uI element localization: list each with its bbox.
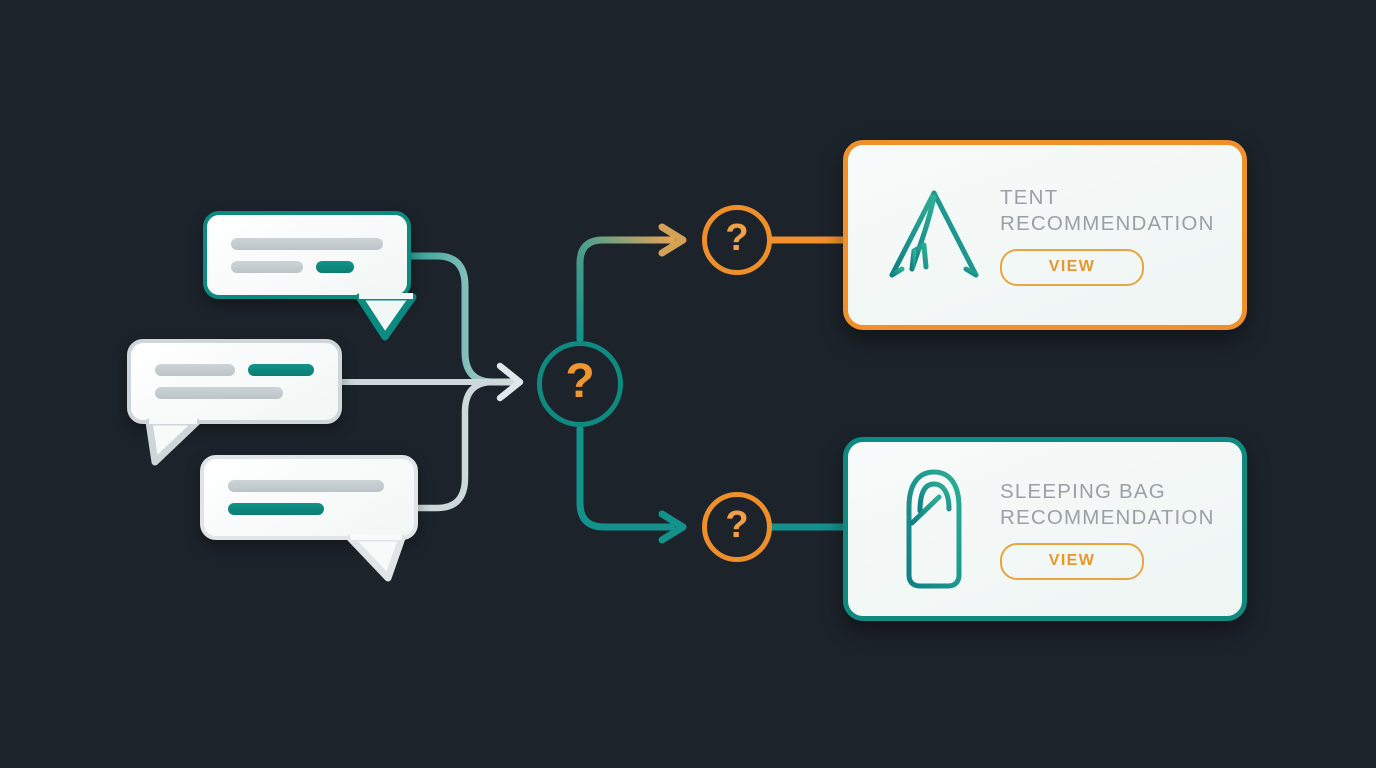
chat-bubble-2[interactable] <box>127 339 342 466</box>
bubble-line-row <box>155 364 314 376</box>
sleeping-bag-question-node[interactable]: ? <box>702 492 772 562</box>
text-line-gray <box>231 237 383 250</box>
bubble-line-row <box>231 260 383 273</box>
tent-recommendation-card[interactable]: TENT RECOMMENDATION VIEW <box>843 140 1247 330</box>
bubble-line-row <box>231 237 383 250</box>
arrowhead-to-center-node <box>496 362 524 402</box>
text-line-gray <box>228 480 384 492</box>
bubble-1-tail <box>355 293 417 341</box>
text-line-accent <box>228 503 324 515</box>
wire-center-to-bag-node <box>576 425 676 531</box>
tent-card-body: TENT RECOMMENDATION VIEW <box>994 185 1216 286</box>
bubble-3-tail <box>346 534 406 582</box>
text-line-gray <box>155 364 236 376</box>
sleeping-bag-icon <box>874 467 994 591</box>
text-line-gray <box>231 260 303 273</box>
text-line-accent <box>248 364 314 376</box>
card-title: TENT RECOMMENDATION <box>1000 185 1215 235</box>
chat-bubble-1[interactable] <box>203 211 417 341</box>
bubble-3-lines <box>204 459 414 536</box>
text-line-accent <box>316 260 354 273</box>
text-line-gray <box>155 387 283 399</box>
bubble-line-row <box>228 480 390 492</box>
tent-icon <box>874 183 994 287</box>
question-mark-icon: ? <box>725 504 749 546</box>
tent-question-node[interactable]: ? <box>702 205 772 275</box>
question-mark-icon: ? <box>725 217 749 259</box>
card-title: SLEEPING BAG RECOMMENDATION <box>1000 479 1215 529</box>
sleeping-bag-recommendation-card[interactable]: SLEEPING BAG RECOMMENDATION VIEW <box>843 437 1247 621</box>
wire-bubble-1-to-center <box>407 252 520 386</box>
bubble-2-lines <box>131 343 338 420</box>
wire-center-to-tent-node <box>576 236 676 343</box>
view-button[interactable]: VIEW <box>1000 248 1144 286</box>
view-button[interactable]: VIEW <box>1000 542 1144 580</box>
question-mark-icon: ? <box>565 355 595 408</box>
wire-bubble-3-to-center <box>414 378 520 512</box>
arrowhead-to-bag-node <box>658 510 687 544</box>
sleeping-bag-card-body: SLEEPING BAG RECOMMENDATION VIEW <box>994 479 1216 580</box>
central-question-node[interactable]: ? <box>537 341 623 427</box>
bubble-1-lines <box>207 215 407 295</box>
bubble-line-row <box>228 503 390 515</box>
bubble-line-row <box>155 387 314 399</box>
bubble-2-tail <box>145 418 201 466</box>
chat-bubble-3[interactable] <box>200 455 418 582</box>
arrowhead-to-tent-node <box>658 223 687 257</box>
